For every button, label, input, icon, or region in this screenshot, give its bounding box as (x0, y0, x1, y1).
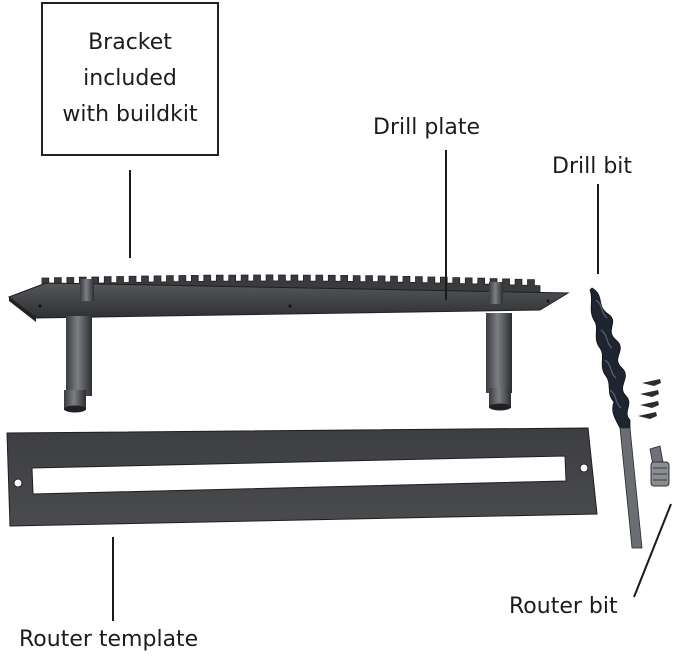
bracket-label: Bracket included with buildkit (62, 30, 198, 127)
drill-plate (7, 282, 570, 322)
bracket-post-right (486, 282, 512, 411)
drill-plate-label: Drill plate (373, 115, 481, 140)
leader-lines (112, 150, 672, 621)
screw-icon (638, 412, 657, 419)
screw-set (638, 379, 661, 419)
router-template (6, 427, 598, 527)
router-template-label: Router template (19, 627, 199, 652)
router-bit (649, 445, 670, 487)
screw-icon (642, 379, 661, 386)
drill-bit-label: Drill bit (552, 154, 633, 179)
screw-icon (640, 401, 659, 408)
router-bit-label: Router bit (509, 594, 618, 619)
screw-icon (640, 390, 659, 397)
bracket-post-left (64, 279, 94, 413)
bracket-label-box: Bracket included with buildkit (41, 2, 219, 156)
drill-bit (589, 287, 643, 549)
leader-router-bit (633, 503, 672, 598)
